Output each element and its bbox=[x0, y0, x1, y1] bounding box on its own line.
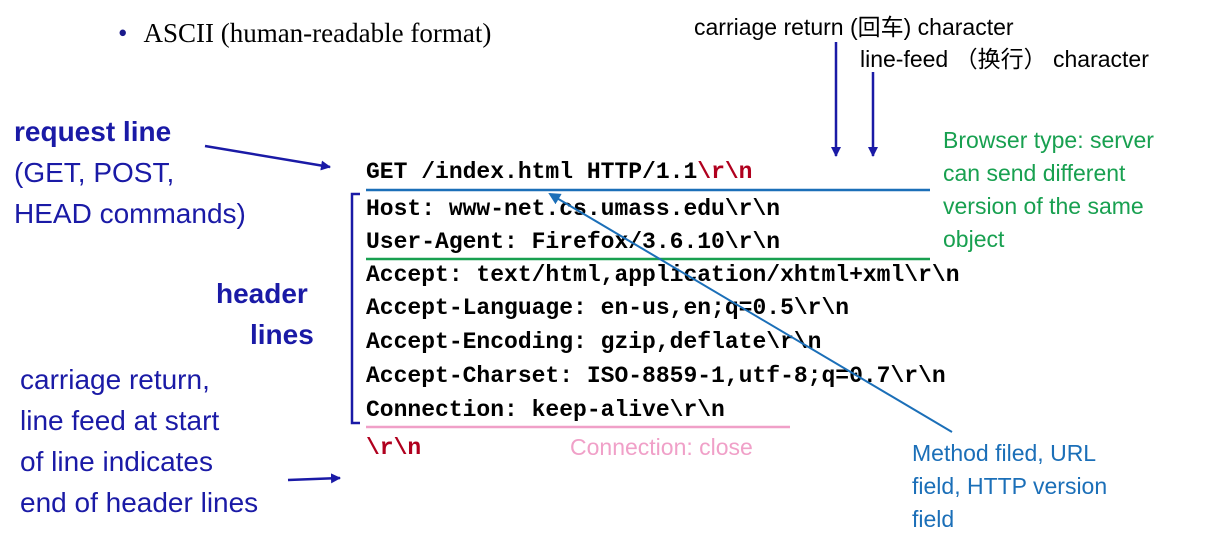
request-line-text: GET /index.html HTTP/1.1 bbox=[366, 159, 698, 185]
header-line-user-agent: User-Agent: Firefox/3.6.10\r\n bbox=[366, 229, 781, 255]
browser-type-note-1: Browser type: server bbox=[943, 127, 1154, 153]
browser-type-note-3: version of the same bbox=[943, 193, 1144, 219]
request-line-lf: \n bbox=[724, 159, 753, 185]
bullet-point: • ASCII (human-readable format) bbox=[118, 18, 491, 49]
header-lines-label-2: lines bbox=[250, 319, 314, 350]
request-line-sub-2: HEAD commands) bbox=[14, 198, 246, 229]
connection-close-note: Connection: close bbox=[570, 434, 753, 460]
method-field-arrow bbox=[548, 192, 953, 433]
crlf-note-arrow bbox=[287, 473, 341, 484]
header-lines-label-1: header bbox=[216, 278, 308, 309]
request-line-title: request line bbox=[14, 116, 172, 147]
method-field-note-1: Method filed, URL bbox=[912, 440, 1097, 466]
crlf-note-4: end of header lines bbox=[20, 487, 259, 518]
header-line-accept-encoding: Accept-Encoding: gzip,deflate\r\n bbox=[366, 329, 822, 355]
header-lines-bracket bbox=[350, 192, 360, 425]
request-line-arrow bbox=[204, 144, 331, 171]
bullet-dot: • bbox=[118, 18, 128, 48]
header-line-accept-charset: Accept-Charset: ISO-8859-1,utf-8;q=0.7\r… bbox=[366, 363, 946, 389]
header-line-connection: Connection: keep-alive\r\n bbox=[366, 397, 725, 423]
crlf-note-1: carriage return, bbox=[20, 364, 210, 395]
browser-type-note-2: can send different bbox=[943, 160, 1126, 186]
line-feed-label: line-feed （换行） character bbox=[860, 46, 1149, 72]
header-line-host: Host: www-net.cs.umass.edu\r\n bbox=[366, 196, 781, 222]
request-line-cr: \r bbox=[697, 159, 725, 185]
bullet-text: ASCII (human-readable format) bbox=[143, 18, 492, 48]
method-field-note-2: field, HTTP version bbox=[912, 473, 1108, 499]
method-field-note-3: field bbox=[912, 506, 955, 532]
carriage-return-label: carriage return (回车) character bbox=[694, 14, 1014, 40]
header-line-accept: Accept: text/html,application/xhtml+xml\… bbox=[366, 262, 960, 288]
request-line: GET /index.html HTTP/1.1\r\n bbox=[366, 156, 752, 190]
request-line-sub-1: (GET, POST, bbox=[14, 157, 175, 188]
crlf-note-2: line feed at start bbox=[20, 405, 220, 436]
end-of-headers-crlf: \r\n bbox=[366, 435, 422, 461]
header-line-accept-language: Accept-Language: en-us,en;q=0.5\r\n bbox=[366, 295, 850, 321]
browser-type-note-4: object bbox=[943, 226, 1005, 252]
crlf-note-3: of line indicates bbox=[20, 446, 214, 477]
